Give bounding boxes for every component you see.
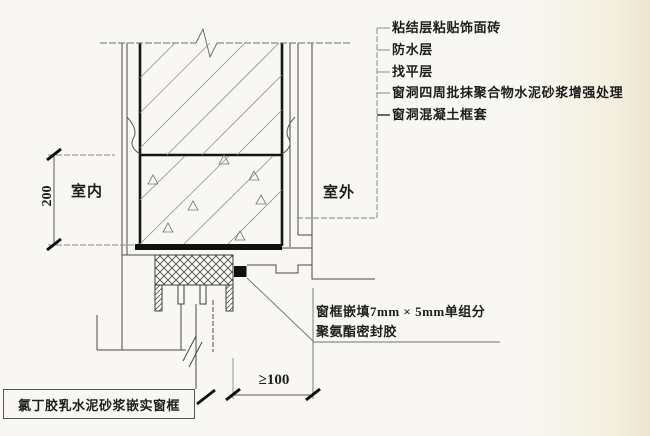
layer-label-polymer-mortar: 窗洞四周批抹聚合物水泥砂浆增强处理 [392, 85, 624, 100]
bottom-label-leader-tick [196, 388, 216, 406]
window-frame-ribs [154, 284, 234, 312]
sealant-label-leader [246, 277, 500, 399]
top-break-line [100, 27, 350, 59]
dimension-100 [225, 358, 321, 402]
dimension-200-text: 200 [40, 185, 55, 207]
layer-label-leaders [297, 27, 390, 219]
layer-label-waterproofing: 防水层 [392, 42, 433, 57]
dimension-200 [46, 147, 135, 252]
reveal-curves [126, 116, 296, 155]
layer-label-tile-adhesive: 粘结层粘贴饰面砖 [392, 20, 501, 35]
exterior-sill-profile [247, 264, 375, 280]
layer-label-concrete-frame: 窗洞混凝土框套 [392, 107, 488, 122]
frame-bedding-label: 氯丁胶乳水泥砂浆嵌实窗框 [3, 389, 195, 419]
mortar-bedding-hatch [154, 254, 234, 286]
sealant-label-line2: 聚氨酯密封胶 [316, 324, 398, 339]
sealant-label-line1: 窗框嵌填7mm × 5mm单组分 [316, 304, 486, 319]
outdoor-label: 室外 [323, 185, 356, 201]
wall-layer-lines [121, 43, 313, 350]
concrete-hatch [139, 154, 283, 245]
wall-core-lines [138, 43, 284, 246]
layer-label-leveling: 找平层 [392, 64, 433, 79]
sealant-block [234, 266, 247, 277]
concrete-bottom-bar [135, 244, 282, 250]
indoor-label: 室内 [71, 184, 104, 200]
masonry-hatch [139, 42, 283, 156]
frame-body-lines [96, 300, 214, 389]
dimension-100-text: ≥100 [258, 372, 290, 388]
